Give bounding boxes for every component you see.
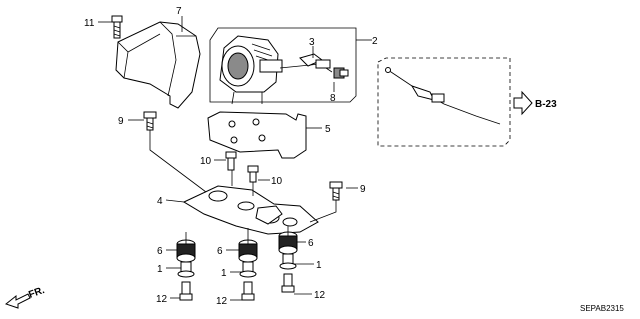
callout-9-upper: 9: [118, 116, 124, 127]
callout-2: 2: [372, 36, 378, 47]
callout-7: 7: [176, 6, 182, 17]
bolt-9-right: [329, 181, 343, 201]
direction-label: FR.: [27, 285, 46, 301]
cable-end-3: [279, 53, 333, 73]
callout-5: 5: [325, 124, 331, 135]
callout-4: 4: [157, 196, 163, 207]
actuator-motor: [219, 35, 283, 105]
callout-6-center: 6: [217, 246, 223, 257]
cable-reference-box: [377, 57, 511, 147]
bolt-12-right: [281, 273, 295, 293]
bolt-12-left: [179, 281, 193, 301]
rubber-mount-6-right: [278, 231, 298, 255]
bolt-12-center: [241, 281, 255, 301]
callout-12-left: 12: [156, 294, 168, 305]
callout-12-center: 12: [216, 296, 228, 307]
base-plate-4: [182, 185, 319, 235]
callout-leaders: [98, 16, 372, 301]
bolt-11: [111, 15, 123, 39]
collar-1-center: [239, 261, 257, 278]
callout-6-left: 6: [157, 246, 163, 257]
collar-1-left: [177, 261, 195, 278]
callout-10-right: 10: [271, 176, 283, 187]
collar-1-right: [279, 253, 297, 270]
group-box-2: [209, 27, 357, 103]
callout-11: 11: [84, 18, 95, 29]
throttle-cable: [385, 67, 501, 125]
diagram-code: SEPAB2315: [580, 304, 624, 313]
bolt-9-upper: [143, 111, 157, 131]
assembly-lines: [149, 130, 337, 244]
callout-10-left: 10: [200, 156, 212, 167]
reference-label: B-23: [535, 99, 557, 110]
callout-8: 8: [330, 93, 336, 104]
clip-8: [333, 67, 349, 79]
callout-1-left: 1: [157, 264, 163, 275]
callout-6-right: 6: [308, 238, 314, 249]
callout-3: 3: [309, 37, 315, 48]
callout-12-right: 12: [314, 290, 326, 301]
actuator-cover: [115, 21, 201, 109]
callout-1-center: 1: [221, 268, 227, 279]
callout-9-right: 9: [360, 184, 366, 195]
reference-arrow: [513, 90, 533, 116]
bracket-5: [207, 111, 307, 159]
bolt-10-left: [225, 151, 237, 171]
callout-1-right: 1: [316, 260, 322, 271]
front-direction-arrow: [4, 293, 31, 309]
bolt-10-right: [247, 165, 259, 183]
